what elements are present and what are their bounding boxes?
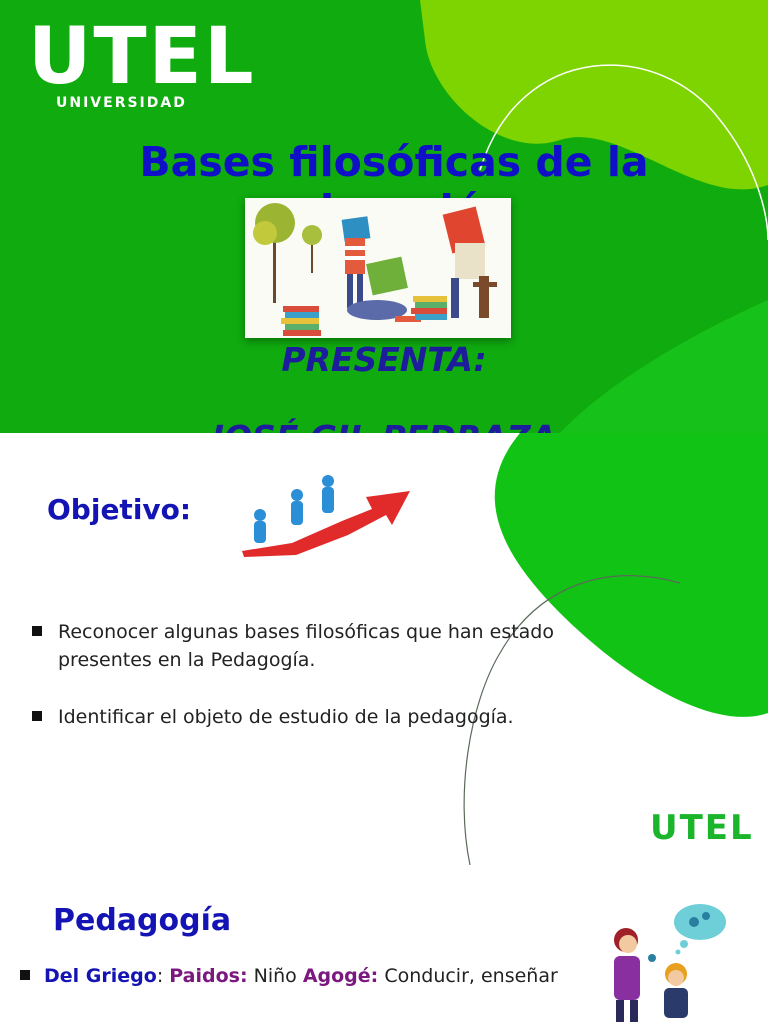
separator: : <box>156 965 164 987</box>
background-shapes <box>420 0 768 433</box>
utel-logo-subtitle: UNIVERSIDAD <box>56 95 187 111</box>
reading-illustration <box>245 198 511 338</box>
etymology-line: Del Griego: Paidos: Niño Agogé: Conducir… <box>20 965 558 987</box>
teacher-student-illustration <box>600 900 730 1024</box>
paidos-meaning: Niño <box>247 965 303 987</box>
objective-bullet: Identificar el objeto de estudio de la p… <box>32 703 554 731</box>
progress-arrow-illustration <box>232 473 412 558</box>
bullet-square-icon <box>32 711 42 721</box>
bullet-square-icon <box>20 970 30 980</box>
bullet-square-icon <box>32 626 42 636</box>
bullet-text: Identificar el objeto de estudio de la p… <box>58 706 514 728</box>
tree-trunk <box>273 233 276 303</box>
objective-bullet: Reconocer algunas bases filosóficas que … <box>32 618 554 674</box>
bullet-text: Reconocer algunas bases filosóficas que … <box>58 621 554 671</box>
presenter-label: PRESENTA: <box>281 340 487 379</box>
agoge-term: Agogé: <box>302 965 379 987</box>
pedagogy-slide: Pedagogía Del Griego: Paidos: Niño Agogé… <box>0 865 768 1024</box>
presenter-name: JOSÉ GIL PEDRAZA <box>0 418 768 433</box>
utel-logo: UTEL <box>650 808 754 848</box>
pedagogy-heading: Pedagogía <box>53 903 232 938</box>
background-shapes <box>463 433 768 865</box>
agoge-meaning: Conducir, enseñar <box>378 965 558 987</box>
origin-term: Del Griego <box>44 965 157 987</box>
paidos-term: Paidos: <box>169 965 248 987</box>
title-slide: UTEL UNIVERSIDAD Bases filosóficas de la… <box>0 0 768 433</box>
utel-logo: UTEL <box>28 12 256 102</box>
objective-slide: Objetivo: Reconocer algunas bases filosó… <box>0 433 768 865</box>
objective-heading: Objetivo: <box>47 493 192 526</box>
